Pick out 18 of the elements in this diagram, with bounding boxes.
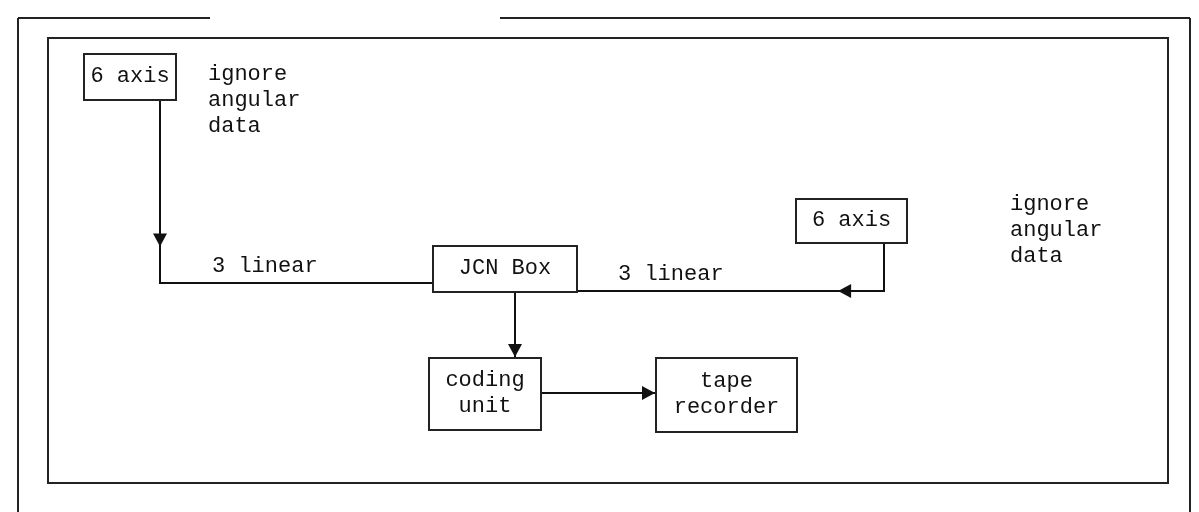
- process-box: [83, 53, 177, 101]
- arrow: [153, 100, 433, 284]
- arrow: [508, 292, 522, 358]
- note-text: ignore angular data: [1010, 192, 1104, 270]
- box-text: coding unit: [444, 368, 526, 420]
- process-box: [432, 245, 578, 293]
- process-box: [795, 198, 908, 244]
- box-text: 6 axis: [810, 208, 893, 234]
- node-note: ignore angular data: [208, 62, 302, 140]
- box-text: tape recorder: [672, 369, 781, 421]
- arrow: [541, 386, 656, 400]
- process-box: [655, 357, 798, 433]
- edge-label: 3 linear: [212, 254, 318, 280]
- edge-label: 3 linear: [618, 262, 724, 288]
- arrow: [577, 243, 885, 298]
- box-text: 6 axis: [89, 64, 171, 90]
- box-text: JCN Box: [457, 256, 553, 282]
- process-box: [428, 357, 542, 431]
